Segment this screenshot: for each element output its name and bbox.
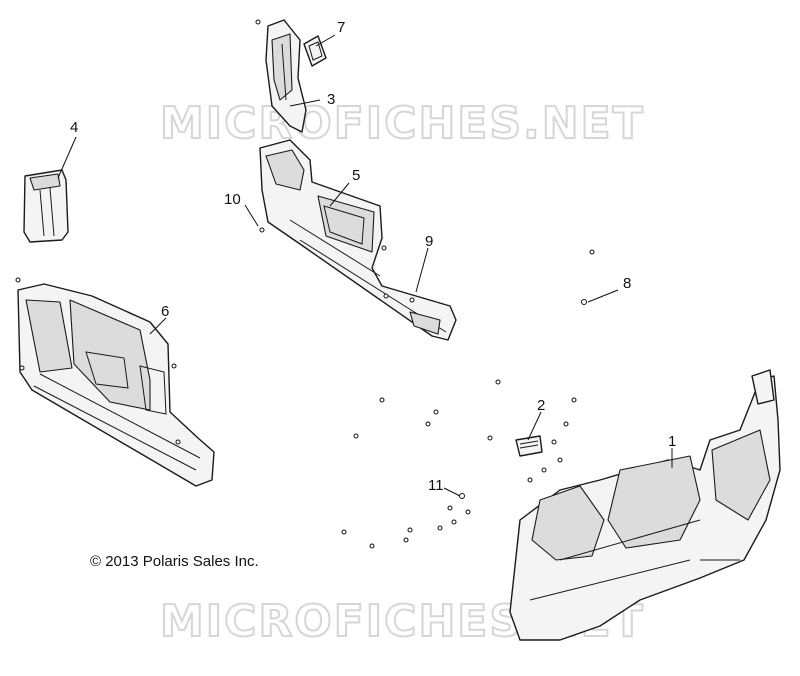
callout-4: 4 xyxy=(70,119,78,136)
part-3-upper-trim xyxy=(265,19,307,133)
callout-8: 8 xyxy=(623,275,631,292)
watermark-top: MICROFICHES.NET xyxy=(160,98,645,149)
callout-10: 10 xyxy=(224,191,241,208)
part-7-bracket xyxy=(303,35,327,67)
part-1-lower-tub xyxy=(509,369,781,641)
part-6-left-side-panel xyxy=(17,283,215,487)
callout-11: 11 xyxy=(428,477,444,494)
callout-6: 6 xyxy=(161,303,169,320)
copyright-notice: © 2013 Polaris Sales Inc. xyxy=(90,553,259,570)
callout-5: 5 xyxy=(352,167,360,184)
part-5-door-panel xyxy=(259,139,457,341)
leader-lines xyxy=(57,34,673,497)
callout-7: 7 xyxy=(337,19,345,36)
fasteners xyxy=(15,19,595,549)
callout-1: 1 xyxy=(668,433,676,450)
callout-9: 9 xyxy=(425,233,433,250)
part-4-upright-panel xyxy=(23,169,69,243)
part-2-grille xyxy=(515,435,543,457)
callout-3: 3 xyxy=(327,91,335,108)
callout-labels: 7 3 4 5 10 9 8 6 2 1 11 xyxy=(70,19,676,494)
callout-2: 2 xyxy=(537,397,545,414)
